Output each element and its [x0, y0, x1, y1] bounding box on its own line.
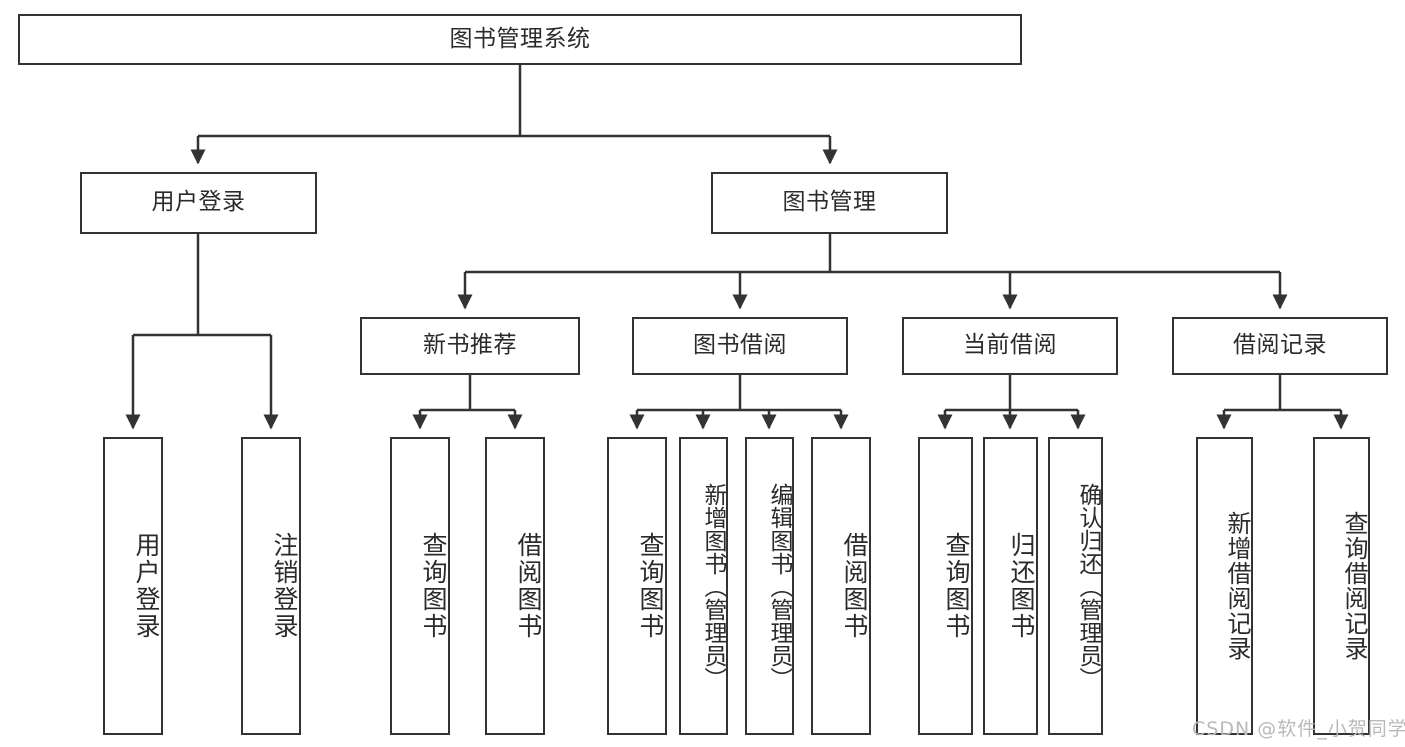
leaf-query-record[interactable]: 查询借阅记录 — [1313, 437, 1370, 735]
watermark-text: CSDN @软件_小贺同学 — [1192, 718, 1405, 740]
node-book-manage[interactable]: 图书管理 — [711, 172, 948, 234]
leaf-borrow-book-1-label: 借阅图书 — [514, 532, 543, 640]
node-borrow-record[interactable]: 借阅记录 — [1172, 317, 1388, 375]
node-new-book-rec[interactable]: 新书推荐 — [360, 317, 580, 375]
leaf-query-book-2[interactable]: 查询图书 — [607, 437, 667, 735]
leaf-return-book-label: 归还图书 — [1007, 532, 1036, 640]
leaf-add-book-label: 新增图书（管理员） — [700, 482, 726, 690]
leaf-query-book-3[interactable]: 查询图书 — [918, 437, 973, 735]
leaf-query-book-1[interactable]: 查询图书 — [390, 437, 450, 735]
leaf-borrow-book-2[interactable]: 借阅图书 — [811, 437, 871, 735]
node-new-book-rec-label: 新书推荐 — [423, 332, 517, 359]
leaf-confirm-return-label: 确认归还（管理员） — [1075, 482, 1101, 690]
leaf-logout[interactable]: 注销登录 — [241, 437, 301, 735]
node-book-manage-label: 图书管理 — [782, 189, 877, 216]
leaf-query-record-label: 查询借阅记录 — [1340, 511, 1368, 661]
leaf-add-record-label: 新增借阅记录 — [1223, 511, 1251, 661]
leaf-user-login[interactable]: 用户登录 — [103, 437, 163, 735]
node-book-borrow[interactable]: 图书借阅 — [632, 317, 848, 375]
node-user-login[interactable]: 用户登录 — [80, 172, 317, 234]
node-current-borrow[interactable]: 当前借阅 — [902, 317, 1118, 375]
node-root-label: 图书管理系统 — [449, 25, 591, 52]
leaf-add-book[interactable]: 新增图书（管理员） — [679, 437, 728, 735]
leaf-return-book[interactable]: 归还图书 — [983, 437, 1038, 735]
watermark: CSDN @软件_小贺同学 — [1192, 714, 1405, 741]
leaf-edit-book[interactable]: 编辑图书（管理员） — [745, 437, 794, 735]
leaf-user-login-label: 用户登录 — [132, 532, 161, 640]
node-borrow-record-label: 借阅记录 — [1233, 332, 1327, 359]
leaf-query-book-2-label: 查询图书 — [636, 532, 665, 640]
node-user-login-label: 用户登录 — [151, 189, 246, 216]
leaf-query-book-3-label: 查询图书 — [942, 532, 971, 640]
leaf-edit-book-label: 编辑图书（管理员） — [766, 482, 792, 690]
node-root[interactable]: 图书管理系统 — [18, 14, 1022, 65]
leaf-logout-label: 注销登录 — [270, 532, 299, 640]
node-book-borrow-label: 图书借阅 — [693, 332, 787, 359]
leaf-add-record[interactable]: 新增借阅记录 — [1196, 437, 1253, 735]
leaf-borrow-book-1[interactable]: 借阅图书 — [485, 437, 545, 735]
leaf-borrow-book-2-label: 借阅图书 — [840, 532, 869, 640]
leaf-query-book-1-label: 查询图书 — [419, 532, 448, 640]
leaf-confirm-return[interactable]: 确认归还（管理员） — [1048, 437, 1103, 735]
node-current-borrow-label: 当前借阅 — [963, 332, 1057, 359]
